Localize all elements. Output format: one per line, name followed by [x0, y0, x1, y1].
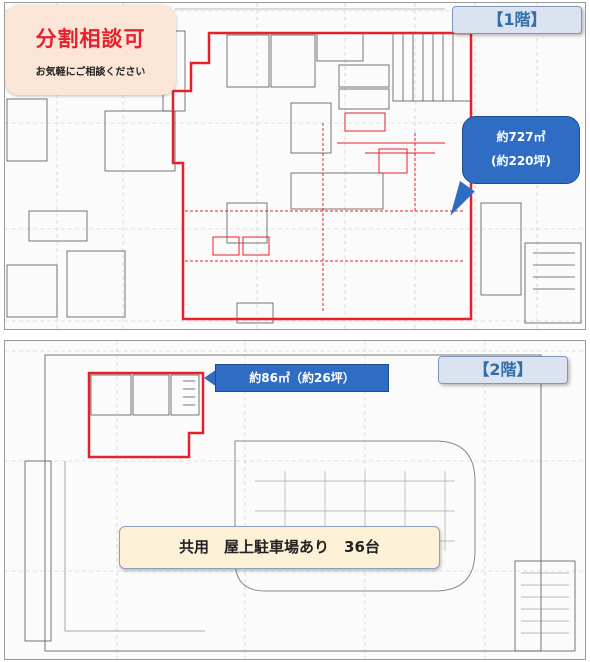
floor-1-area-tsubo: (約220坪): [490, 154, 552, 168]
floor-1-badge: 【1階】: [452, 6, 582, 34]
floor-1-plan: 分割相談可 お気軽にご相談ください 【1階】 約727㎡ (約220坪): [4, 2, 586, 330]
floor-1-area-m2: 約727㎡: [496, 130, 546, 144]
rooftop-parking-note: 共用 屋上駐車場あり 36台: [119, 526, 440, 569]
floor-1-rental-boundary: [171, 31, 473, 321]
floor-2-area-callout: 約86㎡（約26坪）: [215, 364, 389, 392]
floor-2-rental-boundary: [87, 371, 205, 459]
split-consultation-banner: 分割相談可 お気軽にご相談ください: [5, 5, 176, 95]
promo-title: 分割相談可: [35, 27, 146, 51]
floor-2-callout-pointer: [204, 369, 217, 387]
promo-subtitle: お気軽にご相談ください: [35, 67, 146, 78]
floor-2-plan: [4, 340, 586, 660]
floor-1-area-callout: 約727㎡ (約220坪): [462, 116, 580, 184]
floor-2-badge: 【2階】: [438, 356, 568, 384]
floor-2-drawing: [5, 341, 585, 659]
